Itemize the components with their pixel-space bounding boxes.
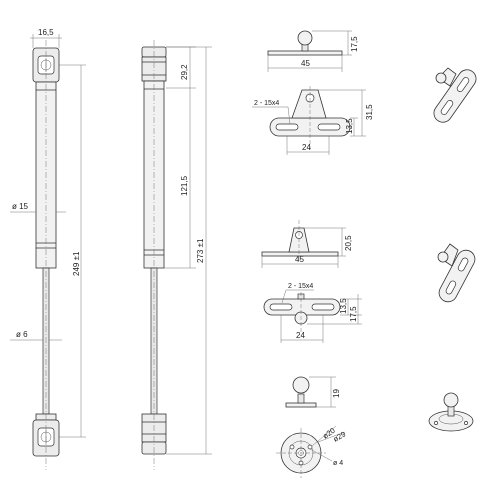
dim-rod-diameter-text: ø 6	[16, 330, 28, 339]
angle-bracket: 20,5 45	[261, 220, 353, 268]
round-mount-top-view: ø20 ø29 ø 4	[276, 425, 347, 478]
bracket-a-height-text: 31,5	[365, 104, 374, 120]
dim-ball-stud-height-text: 17,5	[350, 36, 359, 52]
dim-strut-width-text: 16,5	[38, 28, 54, 37]
ball-stud-plate-base	[267, 50, 343, 56]
dim-length-short-text: 249 ±1	[72, 251, 81, 276]
slotted-bracket-b: 2 - 15x4 13,5 17,5 24	[263, 283, 362, 343]
round-mount-ball	[292, 376, 310, 394]
round-ball-mount-side: 19	[285, 376, 341, 408]
bracket-b-slots-text: 2 - 15x4	[288, 283, 313, 290]
bracket-a-small-text: 13,5	[345, 118, 354, 134]
dim-body-diameter-text: ø 15	[12, 202, 29, 211]
ball-stud-ball	[297, 30, 313, 46]
iso-view-angle-bracket	[438, 249, 476, 303]
bracket-b-height-text: 17,5	[349, 306, 358, 322]
bracket-b-small-text: 13,5	[339, 298, 348, 314]
gas-strut-right: 29,2 121,5 273 ±1	[141, 40, 212, 470]
iso-view-slotted-bracket	[433, 69, 477, 123]
ball-stud-plate: 17,5 45	[267, 30, 359, 72]
angle-height-text: 20,5	[344, 235, 353, 251]
round-mount-base	[285, 402, 317, 408]
round-hole-text: ø 4	[333, 460, 343, 467]
bracket-b-span-text: 24	[296, 331, 305, 340]
dim-length-long-text: 273 ±1	[196, 238, 205, 263]
bracket-a-span-text: 24	[302, 143, 311, 152]
iso-view-round-mount	[428, 392, 474, 432]
bracket-a-slots-text: 2 - 15x4	[254, 100, 279, 107]
strut-right-top-socket	[141, 56, 167, 82]
dim-end-fitting-text: 29,2	[180, 64, 189, 80]
gas-strut-left: 16,5 ø 15 ø 6 249 ±1	[10, 28, 86, 470]
dim-stroke-text: 121,5	[180, 175, 189, 196]
angle-width-text: 45	[295, 255, 304, 264]
slotted-bracket-a: 2 - 15x4 31,5 13,5 24	[252, 86, 374, 155]
round-height-text: 19	[332, 389, 341, 398]
dim-ball-stud-width-text: 45	[301, 59, 310, 68]
